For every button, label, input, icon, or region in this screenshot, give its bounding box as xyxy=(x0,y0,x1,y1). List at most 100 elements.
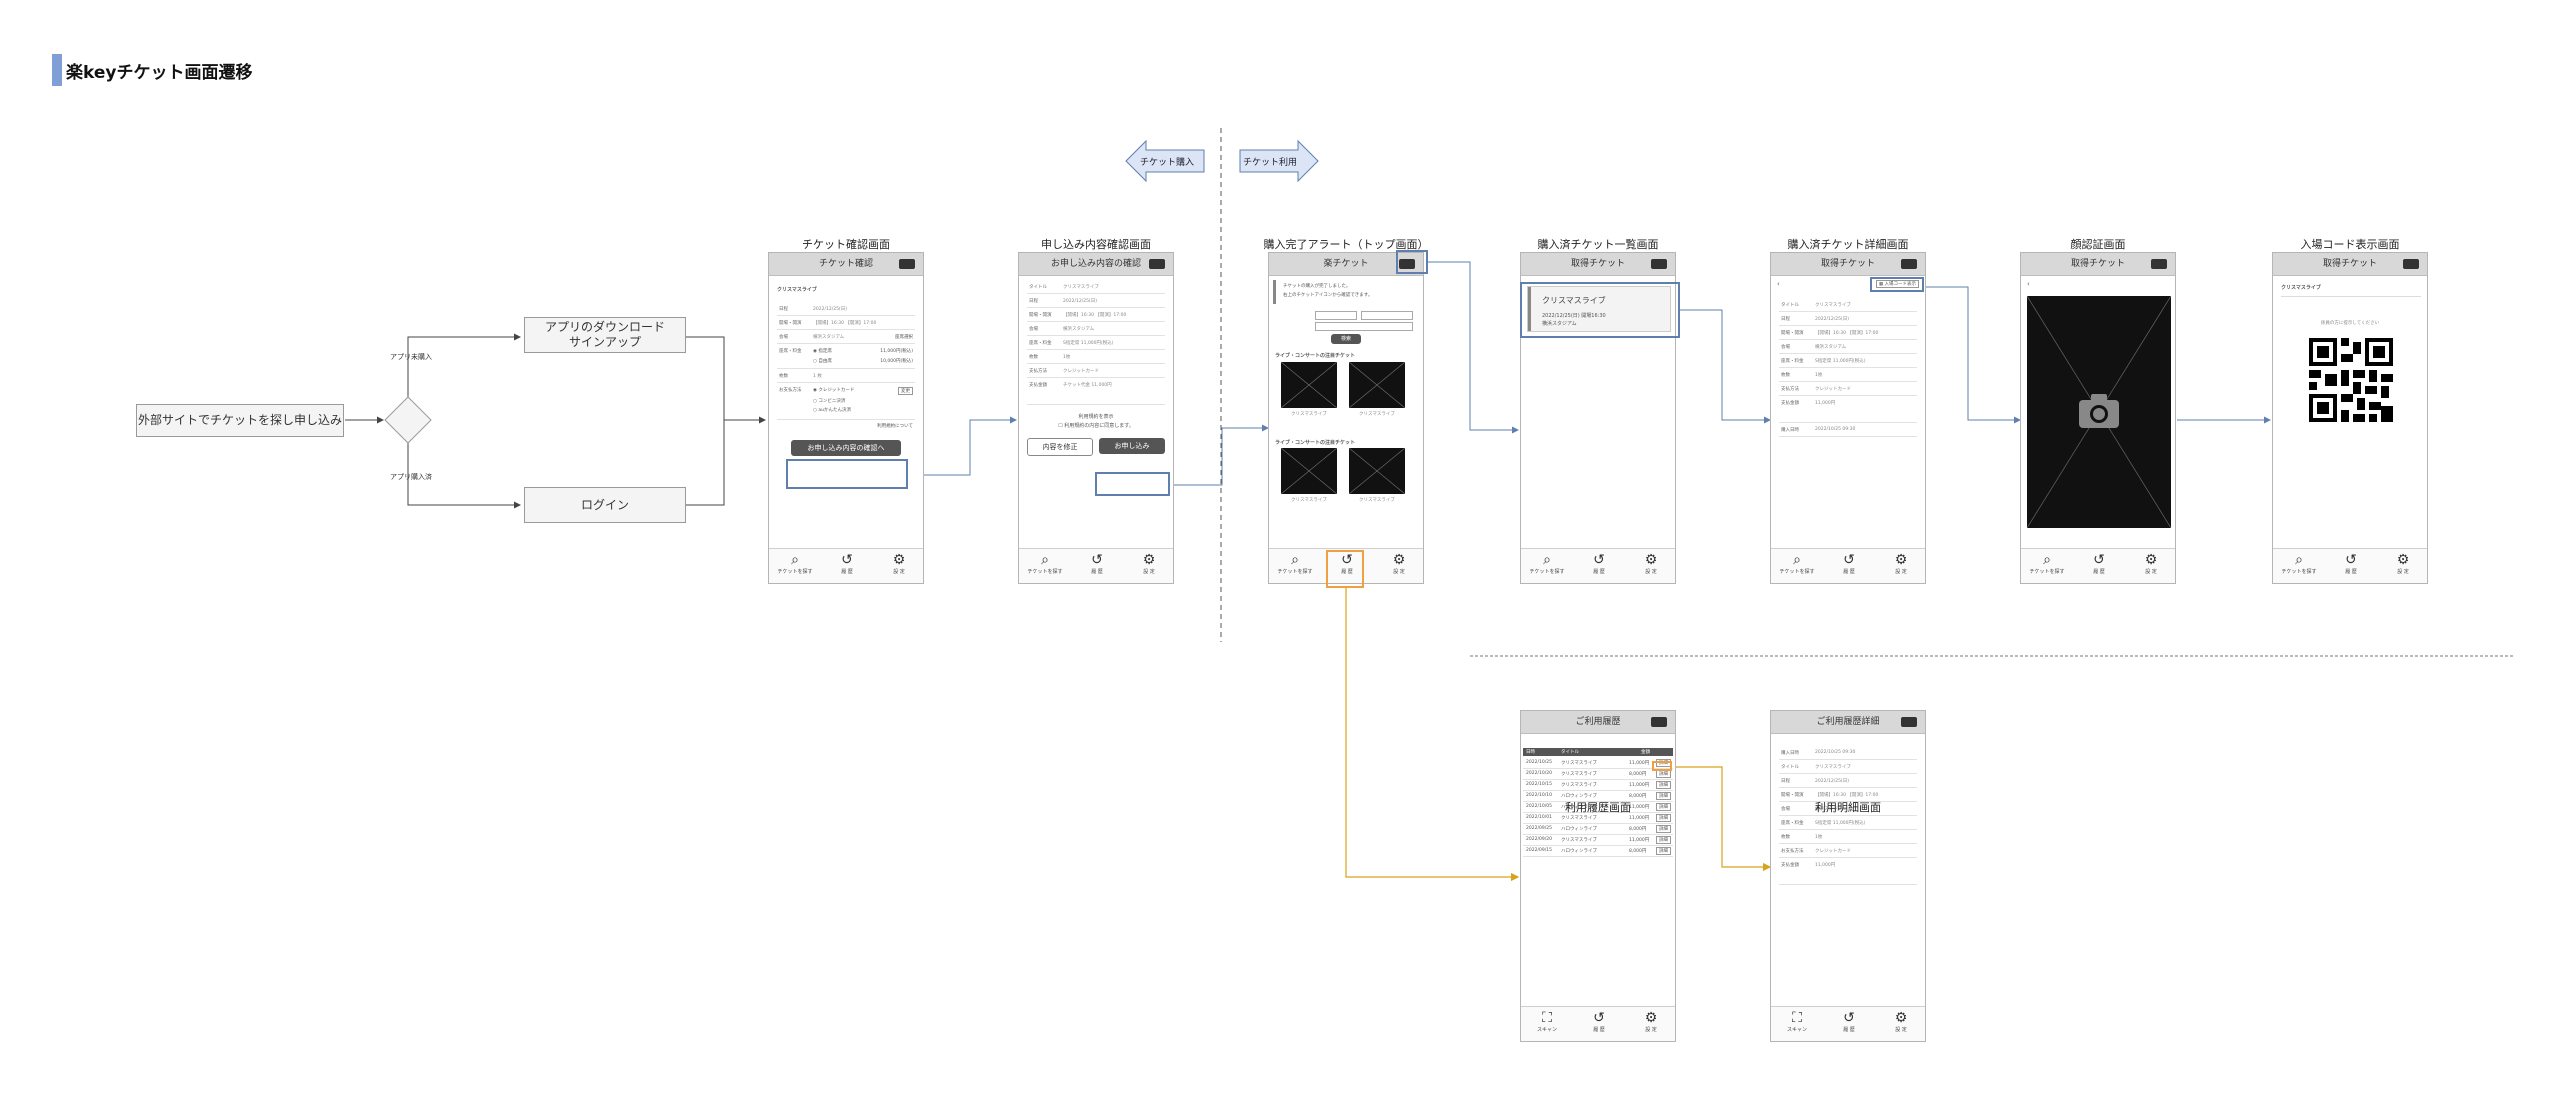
ticket-icon[interactable] xyxy=(1651,259,1667,269)
terms-checkbox[interactable]: ☐ 利用規約の内容に同意します。 xyxy=(1058,423,1134,429)
filter-select-2[interactable] xyxy=(1361,311,1413,320)
history-detail-row: 会場横浜スタジアム xyxy=(1779,804,1917,816)
tab-search[interactable]: ⌕チケットを探す xyxy=(1275,552,1315,576)
tab-search[interactable]: ⌕チケットを探す xyxy=(1527,552,1567,576)
tab-settings[interactable]: ⚙設 定 xyxy=(1631,552,1671,576)
tab-search[interactable]: ⌕チケットを探す xyxy=(2279,552,2319,576)
row-key: タイトル xyxy=(1781,303,1799,308)
ticket-thumb[interactable] xyxy=(1349,362,1405,408)
entry-code-button[interactable]: ▦ 入場コード表示 xyxy=(1875,280,1919,288)
detail-button[interactable]: 詳細 xyxy=(1656,814,1671,822)
detail-button[interactable]: 詳細 xyxy=(1656,803,1671,811)
ticket-icon[interactable] xyxy=(1651,717,1667,727)
review-row: 支払方法クレジットカード xyxy=(1027,366,1165,378)
edit-button[interactable]: 内容を修正 xyxy=(1027,438,1093,456)
top-header-title: 楽チケット xyxy=(1323,259,1369,269)
branch-no-label: アプリ購入済 xyxy=(390,473,432,481)
ticket-thumb[interactable] xyxy=(1349,448,1405,494)
keyword-input[interactable] xyxy=(1315,322,1413,331)
pay-conv-label: コンビニ決済 xyxy=(818,399,846,404)
tab-scan[interactable]: ⛶スキャン xyxy=(1527,1010,1567,1034)
detail-button[interactable]: 詳細 xyxy=(1656,836,1671,844)
row-value: クレジットカード xyxy=(1815,387,1851,392)
face-header: 取得チケット xyxy=(2021,253,2175,276)
back-icon[interactable]: ‹ xyxy=(1777,280,1780,288)
tab-history[interactable]: ↺履 歴 xyxy=(1579,1010,1619,1034)
tab-history[interactable]: ↺履 歴 xyxy=(827,552,867,576)
row-value: 2022/12/25(日) xyxy=(813,307,847,312)
tab-bar: ⌕チケットを探す ↺履 歴 ⚙設 定 xyxy=(769,548,923,583)
ticket-icon[interactable] xyxy=(1149,259,1165,269)
terms-link[interactable]: 利用規約を表示 xyxy=(1078,414,1114,420)
detail-button[interactable]: 詳細 xyxy=(1656,825,1671,833)
tab-settings[interactable]: ⚙設 定 xyxy=(1631,1010,1671,1034)
detail-button[interactable]: 詳細 xyxy=(1656,770,1671,778)
tab-settings[interactable]: ⚙設 定 xyxy=(1379,552,1419,576)
terms-notice[interactable]: 利用規約について xyxy=(877,424,913,429)
tab-history[interactable]: ↺履 歴 xyxy=(1327,552,1367,576)
submit-button[interactable]: お申し込み xyxy=(1099,438,1165,454)
ticket-icon[interactable] xyxy=(1399,259,1415,269)
tab-settings[interactable]: ⚙設 定 xyxy=(2383,552,2423,576)
row-value: クレジットカード xyxy=(1815,849,1851,854)
ticket-icon[interactable] xyxy=(2403,259,2419,269)
branch-yes-label: アプリ未購入 xyxy=(390,353,432,361)
tab-settings[interactable]: ⚙設 定 xyxy=(2131,552,2171,576)
pay-option-conv[interactable]: ○ コンビニ決済 xyxy=(813,399,846,404)
ticket-icon[interactable] xyxy=(1901,717,1917,727)
change-button[interactable]: 変更 xyxy=(898,387,913,395)
ticket-thumb[interactable] xyxy=(1281,448,1337,494)
tab-scan[interactable]: ⛶スキャン xyxy=(1777,1010,1817,1034)
review-cta-button[interactable]: お申し込み内容の確認へ xyxy=(791,440,901,456)
pay-option-au[interactable]: ○ auかんたん決済 xyxy=(813,408,851,413)
tab-history[interactable]: ↺履 歴 xyxy=(2331,552,2371,576)
seat-select-link[interactable]: 座席選択 xyxy=(895,335,913,340)
seat-option-b[interactable]: ○ 自由席 xyxy=(813,359,832,364)
alert-bar xyxy=(1273,280,1276,304)
alert-line-2: 右上のチケットアイコンから確認できます。 xyxy=(1283,293,1373,298)
connector-detail-face xyxy=(1925,286,2021,424)
ticket-icon[interactable] xyxy=(2151,259,2167,269)
tab-history[interactable]: ↺履 歴 xyxy=(1829,552,1869,576)
tab-settings[interactable]: ⚙設 定 xyxy=(1129,552,1169,576)
ticket-list-item[interactable]: クリスマスライブ 2022/12/25(日) 開場16:30 横浜スタジアム xyxy=(1527,286,1671,332)
tab-settings[interactable]: ⚙設 定 xyxy=(1881,1010,1921,1034)
tab-search[interactable]: ⌕チケットを探す xyxy=(1777,552,1817,576)
detail-button[interactable]: 詳細 xyxy=(1656,781,1671,789)
seat-option-a[interactable]: ◉ 指定席 xyxy=(813,349,832,354)
login-box: ログイン xyxy=(524,487,686,523)
tab-settings[interactable]: ⚙設 定 xyxy=(879,552,919,576)
ticket-icon[interactable] xyxy=(899,259,915,269)
ticket-thumb[interactable] xyxy=(1281,362,1337,408)
top-screen: 楽チケット チケットの購入が完了しました。 右上のチケットアイコンから確認できま… xyxy=(1268,252,1424,584)
gear-icon: ⚙ xyxy=(2144,552,2158,568)
tab-history[interactable]: ↺履 歴 xyxy=(1579,552,1619,576)
back-icon[interactable]: ‹ xyxy=(2027,280,2030,288)
row-key: 枚数 xyxy=(779,374,788,379)
row-value: 【開場】16:30 【開演】17:00 xyxy=(1063,313,1127,318)
tab-history[interactable]: ↺履 歴 xyxy=(2079,552,2119,576)
row-value: クリスマスライブ xyxy=(1063,285,1099,290)
tab-history[interactable]: ↺履 歴 xyxy=(1829,1010,1869,1034)
qty-value[interactable]: 1 枚 xyxy=(813,373,822,379)
detail-button[interactable]: 詳細 xyxy=(1656,792,1671,800)
tab-search[interactable]: ⌕チケットを探す xyxy=(2027,552,2067,576)
tab-settings[interactable]: ⚙設 定 xyxy=(1881,552,1921,576)
ticket-icon[interactable] xyxy=(1901,259,1917,269)
detail-button[interactable]: 詳細 xyxy=(1656,847,1671,855)
history-header: ご利用履歴 xyxy=(1521,711,1675,734)
row-key: 座席・料金 xyxy=(1029,341,1052,346)
tab-history[interactable]: ↺履 歴 xyxy=(1077,552,1117,576)
search-button[interactable]: 検索 xyxy=(1331,334,1361,344)
cell-title: ハロウィンライブ xyxy=(1561,794,1597,799)
confirm-event: クリスマスライブ xyxy=(777,287,817,293)
tab-search[interactable]: ⌕チケットを探す xyxy=(1025,552,1065,576)
filter-select-1[interactable] xyxy=(1315,311,1357,320)
pay-option-card[interactable]: ◉ クレジットカード xyxy=(813,388,855,393)
seat-price-b: 10,000円(税込) xyxy=(880,359,913,364)
tab-search[interactable]: ⌕チケットを探す xyxy=(775,552,815,576)
detail-header: 取得チケット xyxy=(1771,253,1925,276)
